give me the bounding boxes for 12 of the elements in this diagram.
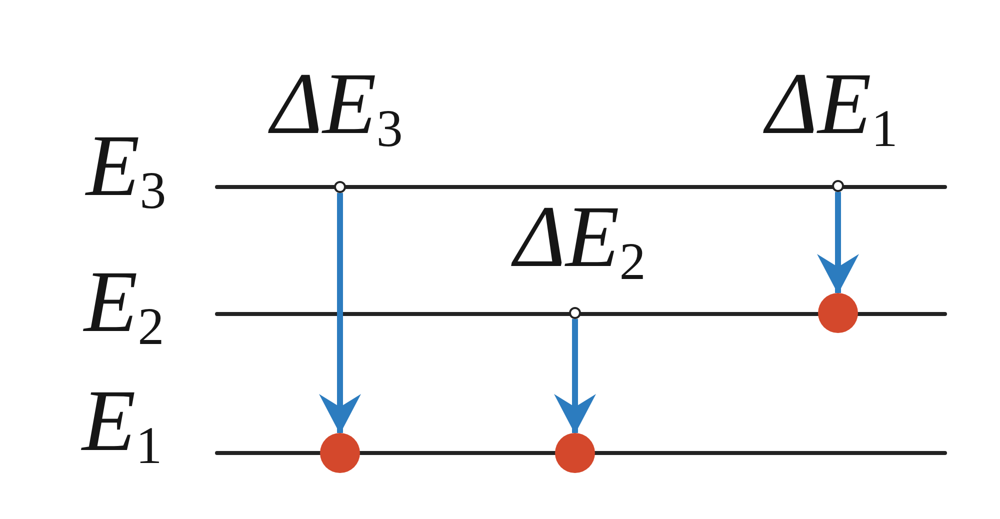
end-point-dot [555,433,595,473]
level-label: E$_{3}$ [86,123,166,218]
start-point-circle [569,307,581,319]
arrow [554,319,596,434]
end-point-dot [818,293,858,333]
arrow [817,192,859,294]
level-label: E$_{1}$ [82,378,162,473]
start-point-circle [334,181,346,193]
start-point-circle [832,180,844,192]
arrow [319,193,361,434]
end-point-dot [320,433,360,473]
level-label: E$_{2}$ [84,259,164,354]
